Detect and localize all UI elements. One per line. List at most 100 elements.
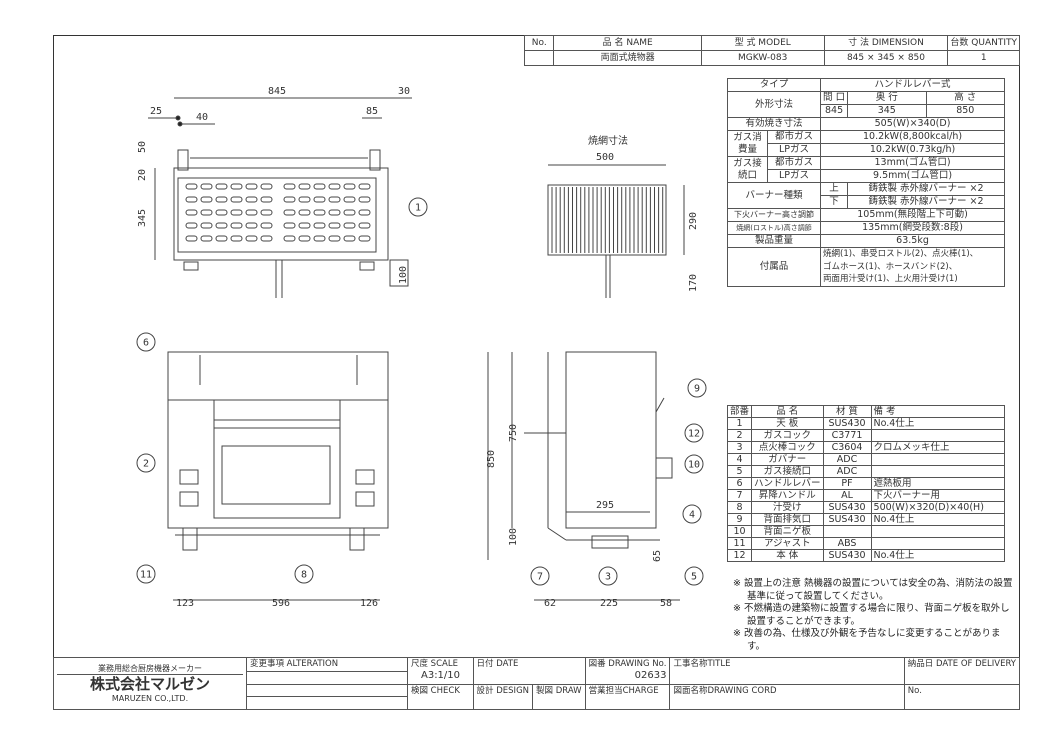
part-balloon xyxy=(684,423,704,443)
parts-cell xyxy=(822,525,872,538)
dim-596: 596 xyxy=(272,598,290,609)
grill-dim-title: 焼網寸法 xyxy=(588,134,628,147)
vent-slot xyxy=(283,209,296,216)
vent-slot xyxy=(230,235,243,242)
dim-grill-170: 170 xyxy=(688,274,699,292)
parts-cell: 品 名 xyxy=(751,405,824,418)
dim-40: 40 xyxy=(196,112,208,123)
parts-cell: ハンドルレバー xyxy=(751,477,824,490)
table-cell: 13mm(ゴム管口) xyxy=(820,156,1005,170)
parts-cell: 4 xyxy=(726,453,753,466)
vent-slot xyxy=(200,235,213,242)
parts-cell: 9 xyxy=(726,513,753,526)
table-cell: 製図 DRAW xyxy=(532,683,586,710)
parts-cell: 2 xyxy=(726,429,753,442)
dim-750: 750 xyxy=(508,424,519,442)
header-val xyxy=(523,50,555,66)
vent-slot xyxy=(298,209,311,216)
parts-cell: ABS xyxy=(822,537,872,550)
vent-slot xyxy=(185,209,198,216)
front-view-upper: 845 30 25 40 85 345 50 20 100 xyxy=(137,86,412,298)
side-view: 850 750 100 295 62 225 58 65 xyxy=(486,351,680,609)
part-balloon-label: 4 xyxy=(689,510,695,521)
table-cell: 63.5kg xyxy=(820,234,1005,248)
vent-slot xyxy=(343,183,356,190)
part-balloon xyxy=(408,197,428,217)
part-balloon-label: 3 xyxy=(605,572,611,583)
table-cell: 間 口 xyxy=(820,91,849,105)
parts-cell: ガバナー xyxy=(751,453,824,466)
parts-cell xyxy=(870,429,1006,442)
parts-cell: 背面ニゲ板 xyxy=(751,525,824,538)
table-cell: 850 xyxy=(925,104,1006,118)
vent-slot xyxy=(245,209,258,216)
vent-slot xyxy=(260,222,273,229)
parts-cell: ガス接続口 xyxy=(751,465,824,478)
parts-cell: 7 xyxy=(726,489,753,502)
vent-slot xyxy=(260,196,273,203)
table-cell: 505(W)×340(D) xyxy=(820,117,1005,131)
table-cell: 上 xyxy=(820,182,849,196)
table-cell: 10.2kW(8,800kcal/h) xyxy=(820,130,1005,144)
vent-slot xyxy=(343,235,356,242)
vent-slot xyxy=(298,235,311,242)
header-val: MGKW-083 xyxy=(700,50,825,66)
vent-slot xyxy=(328,196,341,203)
header-col: 台数 QUANTITY xyxy=(947,35,1020,51)
parts-cell: 点火棒コック xyxy=(751,441,824,454)
vent-slot xyxy=(215,209,228,216)
table-cell: 下火バーナー高さ調節 xyxy=(726,208,822,222)
part-balloon-label: 7 xyxy=(537,572,543,583)
vent-slot xyxy=(245,222,258,229)
part-balloon-label: 2 xyxy=(143,459,149,470)
table-cell: ガス消費量 xyxy=(727,130,768,157)
parts-cell: ADC xyxy=(822,453,872,466)
dim-295: 295 xyxy=(596,500,614,511)
parts-cell: 下火バーナー用 xyxy=(870,489,1006,502)
table-cell: 工事名称TITLE xyxy=(669,657,905,685)
vent-slot xyxy=(215,196,228,203)
part-balloon-label: 6 xyxy=(143,338,149,349)
header-col: No. xyxy=(523,35,555,51)
table-cell: 外形寸法 xyxy=(726,91,822,118)
part-balloon xyxy=(682,504,702,524)
parts-header: 部番品 名材 質備 考 xyxy=(726,405,1006,418)
header-val: 両面式焼物器 xyxy=(553,50,702,66)
parts-cell: アジャスト xyxy=(751,537,824,550)
vent-slot xyxy=(215,222,228,229)
dim-845: 845 xyxy=(268,86,286,97)
vent-slot xyxy=(283,196,296,203)
table-cell xyxy=(245,683,408,697)
table-cell: 9.5mm(ゴム管口) xyxy=(820,169,1005,183)
vent-slot xyxy=(298,183,311,190)
parts-cell: 3 xyxy=(726,441,753,454)
dim-345: 345 xyxy=(137,209,148,227)
dim-s100: 100 xyxy=(508,528,519,546)
vent-slot xyxy=(283,183,296,190)
vent-slot xyxy=(328,209,341,216)
dim-grill-290: 290 xyxy=(688,212,699,230)
parts-cell: 備 考 xyxy=(870,405,1006,418)
parts-cell xyxy=(870,525,1006,538)
parts-cell: クロムメッキ仕上 xyxy=(870,441,1006,454)
table-cell: LPガス xyxy=(766,143,822,157)
parts-cell: SUS430 xyxy=(822,417,872,430)
title-block: 業務用総合厨房機器メーカー 株式会社マルゼン MARUZEN CO.,LTD. … xyxy=(53,657,1021,710)
parts-cell: 8 xyxy=(726,501,753,514)
parts-cell: 1 xyxy=(726,417,753,430)
vent-slot xyxy=(185,235,198,242)
vent-slot xyxy=(358,209,371,216)
table-cell: 図面名称DRAWING CORD xyxy=(669,683,905,710)
dim-grill-500: 500 xyxy=(596,152,614,163)
parts-cell: AL xyxy=(822,489,872,502)
table-cell: No. xyxy=(903,683,1021,710)
table-cell: 焼網(1)、串受ロストル(2)、点火棒(1)、ゴムホース(1)、ホースバンド(2… xyxy=(820,247,1005,287)
grill-net-view: 焼網寸法 500 290 170 xyxy=(547,134,699,298)
vent-slot xyxy=(215,235,228,242)
vent-slot xyxy=(343,196,356,203)
parts-cell: ガスコック xyxy=(751,429,824,442)
